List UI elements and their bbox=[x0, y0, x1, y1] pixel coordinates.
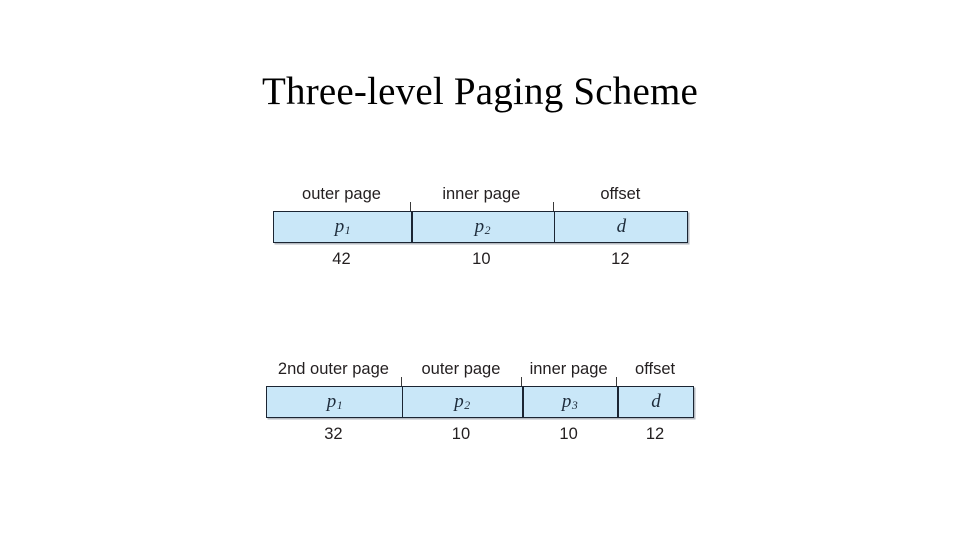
segment-variable: d bbox=[616, 216, 627, 237]
segment-bit-count: 32 bbox=[324, 425, 343, 443]
segment-divider bbox=[522, 387, 524, 417]
segment-bit-count: 12 bbox=[611, 250, 630, 268]
segment-bit-count: 10 bbox=[472, 250, 491, 268]
segment-label: inner page bbox=[529, 360, 608, 378]
segment-label: offset bbox=[600, 185, 641, 203]
segment-label: outer page bbox=[421, 360, 501, 378]
page-title: Three-level Paging Scheme bbox=[262, 70, 698, 113]
segment-variable: d bbox=[651, 391, 661, 412]
segment-boundary-tick bbox=[400, 377, 403, 386]
segment-boundary-tick bbox=[521, 377, 523, 386]
segment-bit-count: 10 bbox=[451, 425, 471, 443]
segment-bit-count: 42 bbox=[332, 250, 351, 268]
segment-divider bbox=[553, 212, 556, 242]
segment-divider bbox=[401, 387, 404, 417]
segment-boundary-tick bbox=[552, 202, 555, 211]
segment-bit-count: 12 bbox=[645, 425, 665, 443]
segment-label: 2nd outer page bbox=[277, 360, 389, 378]
segment-divider bbox=[410, 212, 413, 242]
segment-boundary-tick bbox=[409, 202, 412, 211]
segment-label: offset bbox=[635, 360, 676, 378]
segment-label: outer page bbox=[302, 185, 381, 203]
segment-divider bbox=[617, 387, 619, 417]
segment-boundary-tick bbox=[616, 377, 618, 386]
address-layout-figure-three-level: 2nd outer page outer page inner page offset… bbox=[266, 355, 694, 443]
segment-bit-count: 10 bbox=[559, 425, 578, 443]
segment-label: inner page bbox=[442, 185, 521, 203]
